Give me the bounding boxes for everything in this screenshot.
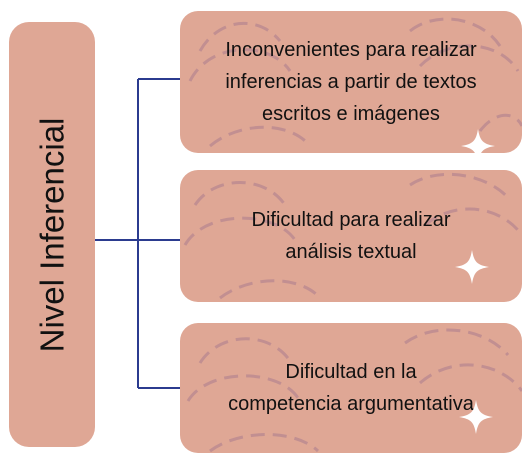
child-node-textual-analysis: Dificultad para realizar análisis textua… — [180, 170, 522, 302]
sparkle-icon — [461, 129, 495, 153]
label-line: Dificultad para realizar — [251, 209, 451, 231]
root-node: Nivel Inferencial — [9, 22, 95, 447]
label-line: Inconvenientes para realizar — [225, 39, 477, 61]
label-line: inferencias a partir de textos — [225, 71, 477, 93]
sparkle-icon — [459, 400, 493, 434]
child-node-argumentation: Dificultad en la competencia argumentati… — [180, 323, 522, 453]
sparkle-icon — [455, 250, 489, 284]
swirl-decoration — [186, 328, 522, 453]
label-line: competencia argumentativa — [228, 393, 474, 415]
label-line: Dificultad en la — [285, 361, 417, 383]
swirl-decoration — [188, 17, 522, 148]
child-node-inferences: Inconvenientes para realizar inferencias… — [180, 11, 522, 153]
child-node-argumentation-label: Dificultad en la competencia argumentati… — [222, 356, 480, 420]
child-node-textual-analysis-label: Dificultad para realizar análisis textua… — [246, 204, 457, 268]
root-node-label: Nivel Inferencial — [33, 117, 70, 352]
child-node-inferences-label: Inconvenientes para realizar inferencias… — [219, 34, 482, 130]
label-line: análisis textual — [285, 241, 417, 263]
label-line: escritos e imágenes — [262, 103, 440, 125]
swirl-decoration — [183, 172, 522, 300]
